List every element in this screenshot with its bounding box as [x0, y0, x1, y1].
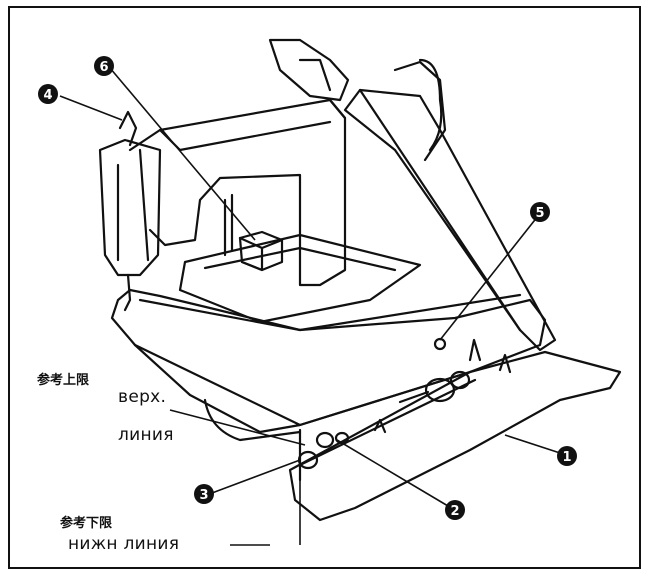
upper-limit-cn-label: 参考上限 — [37, 373, 90, 388]
svg-text:4: 4 — [43, 88, 52, 103]
leader-4 — [59, 95, 123, 121]
leader-2 — [336, 439, 449, 507]
needle-bar — [123, 273, 132, 312]
diagram-frame — [8, 6, 641, 569]
upper-line-ru-label-2: линия — [118, 425, 174, 445]
upper-line-ru-label-1: верх. — [118, 387, 167, 407]
svg-text:2: 2 — [450, 504, 459, 519]
svg-text:5: 5 — [535, 206, 544, 221]
machine-arm — [128, 98, 347, 287]
svg-text:1: 1 — [562, 450, 571, 465]
handle — [268, 38, 350, 102]
leader-1 — [504, 434, 561, 454]
callout-3: 3 — [194, 484, 214, 504]
leader-6 — [109, 67, 256, 241]
callout-5: 5 — [530, 202, 550, 222]
callout-2: 2 — [445, 500, 465, 520]
callout-1: 1 — [557, 446, 577, 466]
lower-line-ru-label: нижн линия — [68, 534, 180, 554]
front-tray — [288, 350, 622, 522]
bed-front-edge — [133, 343, 472, 427]
upper-reference-line — [169, 409, 306, 446]
hole-5 — [433, 337, 447, 351]
svg-text:6: 6 — [99, 60, 108, 75]
callout-6: 6 — [94, 56, 114, 76]
leader-3 — [211, 459, 301, 494]
thread-tension — [118, 110, 138, 147]
control-knob — [424, 377, 456, 403]
callout-4: 4 — [38, 84, 58, 104]
callout-markers: 1 2 3 4 5 6 — [38, 56, 577, 520]
leader-5 — [439, 215, 539, 341]
back-cover — [393, 60, 447, 162]
lower-limit-cn-label: 参考下限 — [60, 516, 113, 531]
machine-head — [98, 138, 162, 277]
svg-text:3: 3 — [199, 488, 208, 503]
connector-2 — [315, 431, 335, 449]
belt-cover — [343, 88, 557, 352]
bed-top-surface — [138, 293, 522, 332]
